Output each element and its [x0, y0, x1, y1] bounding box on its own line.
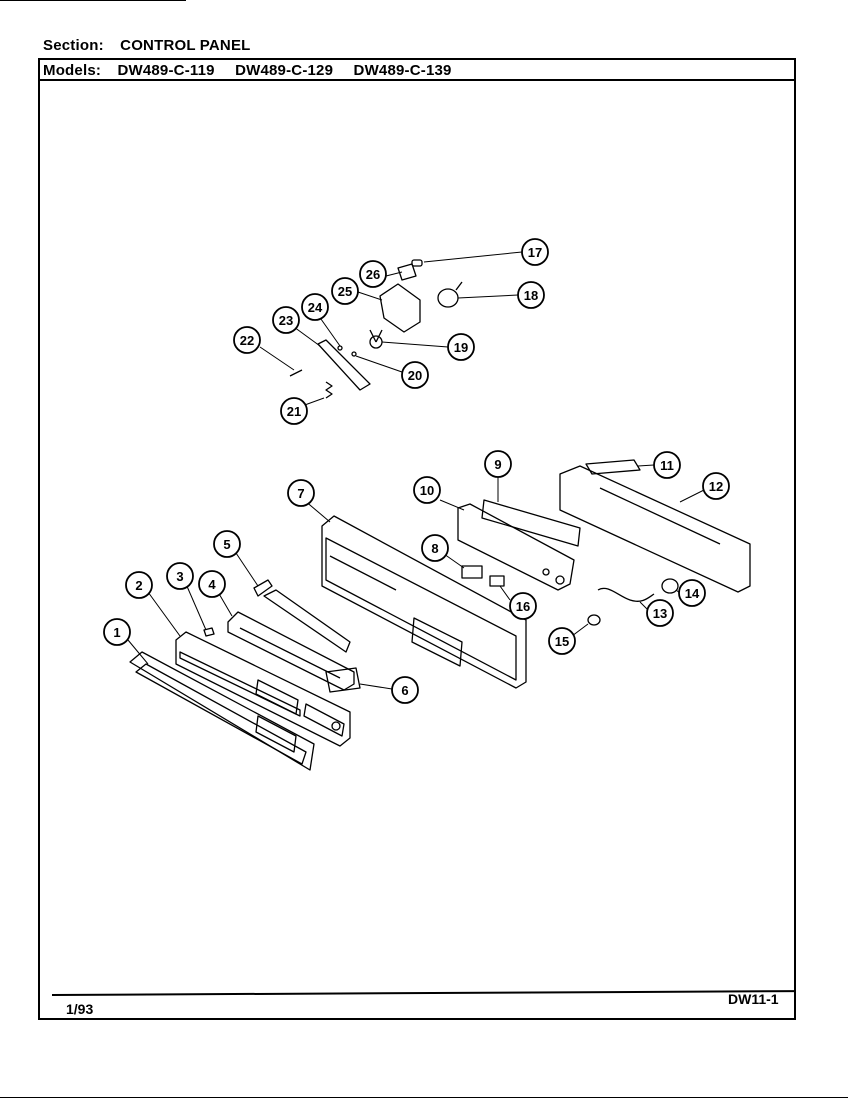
- part-4-switch-board: [227, 611, 355, 691]
- callout-18-label: 18: [524, 288, 538, 303]
- part-20-pin: [351, 351, 357, 357]
- part-24-pin: [337, 345, 343, 351]
- part-12-housing: [559, 465, 751, 593]
- part-14-knob: [661, 578, 679, 594]
- callout-8: 8: [421, 534, 449, 562]
- models-divider: [38, 79, 796, 81]
- callout-23-label: 23: [279, 313, 293, 328]
- callout-7-label: 7: [297, 486, 304, 501]
- callout-11: 11: [653, 451, 681, 479]
- part-7-console: [321, 515, 527, 689]
- part-26-plate: [397, 263, 417, 281]
- callout-4: 4: [198, 570, 226, 598]
- model-1: DW489-C-119: [117, 62, 215, 79]
- part-10-circuit-board: [457, 503, 575, 591]
- callout-7: 7: [287, 479, 315, 507]
- callout-26: 26: [359, 260, 387, 288]
- section-label: Section:: [43, 37, 104, 54]
- callout-9-label: 9: [494, 457, 501, 472]
- footer-date: 1/93: [66, 1001, 94, 1017]
- callout-17: 17: [521, 238, 549, 266]
- callout-1: 1: [103, 618, 131, 646]
- callout-17-label: 17: [528, 245, 542, 260]
- callout-3-label: 3: [176, 569, 183, 584]
- part-5-bracket: [253, 579, 351, 653]
- callout-2-label: 2: [135, 578, 142, 593]
- models-header: Models: DW489-C-119 DW489-C-129 DW489-C-…: [43, 62, 468, 79]
- callout-8-label: 8: [431, 541, 438, 556]
- callout-10-label: 10: [420, 483, 434, 498]
- callout-25: 25: [331, 277, 359, 305]
- callout-4-label: 4: [208, 577, 216, 592]
- part-3-button: [203, 627, 215, 637]
- callout-24-label: 24: [308, 300, 323, 315]
- leader-lines: [127, 251, 705, 690]
- callout-16-label: 16: [516, 599, 530, 614]
- callout-5: 5: [213, 530, 241, 558]
- callout-6-label: 6: [401, 683, 408, 698]
- callout-5-label: 5: [223, 537, 230, 552]
- part-1-trim-frame: [129, 651, 315, 771]
- callout-19-label: 19: [454, 340, 468, 355]
- part-23-lever: [317, 339, 371, 391]
- callout-22: 22: [233, 326, 261, 354]
- part-19-gear: [369, 329, 383, 349]
- callout-2: 2: [125, 571, 153, 599]
- top-edge-line: [0, 0, 186, 1]
- part-21-spring: [325, 381, 333, 399]
- callout-20-label: 20: [408, 368, 422, 383]
- part-9-strip: [481, 499, 581, 547]
- callout-12-label: 12: [709, 479, 723, 494]
- part-25-bracket: [379, 283, 421, 333]
- callout-1-label: 1: [113, 625, 120, 640]
- models-label: Models:: [43, 62, 102, 79]
- callout-21: 21: [280, 397, 308, 425]
- diagram-frame: [38, 58, 796, 1020]
- part-22-screw: [289, 369, 303, 377]
- callout-11-label: 11: [660, 458, 674, 473]
- callout-20: 20: [401, 361, 429, 389]
- callout-24: 24: [301, 293, 329, 321]
- part-6-label: [325, 667, 361, 693]
- callout-13-label: 13: [653, 606, 667, 621]
- callout-23: 23: [272, 306, 300, 334]
- callout-26-label: 26: [366, 267, 380, 282]
- callout-9: 9: [484, 450, 512, 478]
- callout-25-label: 25: [338, 284, 352, 299]
- callout-21-label: 21: [287, 404, 301, 419]
- callout-10: 10: [413, 476, 441, 504]
- part-15-knob: [587, 614, 601, 626]
- callout-3: 3: [166, 562, 194, 590]
- callout-6: 6: [391, 676, 419, 704]
- part-16-box: [489, 575, 505, 587]
- part-8-switch: [461, 565, 483, 579]
- model-2: DW489-C-129: [235, 62, 334, 79]
- callout-22-label: 22: [240, 333, 254, 348]
- callout-14: 14: [678, 579, 706, 607]
- callout-15-label: 15: [555, 634, 569, 649]
- section-value: CONTROL PANEL: [120, 37, 251, 54]
- footer-page-code: DW11-1: [728, 991, 779, 1007]
- callouts: 1 2 3 4 5 6 7 8 9 10 11 12 13 14 15 16 1…: [103, 238, 730, 704]
- model-3: DW489-C-139: [353, 62, 452, 79]
- part-17-clip: [411, 259, 423, 267]
- part-13-harness: [597, 587, 655, 602]
- section-header: Section: CONTROL PANEL: [43, 37, 267, 54]
- callout-14-label: 14: [685, 586, 700, 601]
- callout-18: 18: [517, 281, 545, 309]
- part-18-motor: [437, 281, 463, 308]
- part-2-control-face: [175, 631, 351, 747]
- callout-16: 16: [509, 592, 537, 620]
- callout-12: 12: [702, 472, 730, 500]
- callout-13: 13: [646, 599, 674, 627]
- callout-19: 19: [447, 333, 475, 361]
- bottom-edge-line: [0, 1097, 848, 1098]
- callout-15: 15: [548, 627, 576, 655]
